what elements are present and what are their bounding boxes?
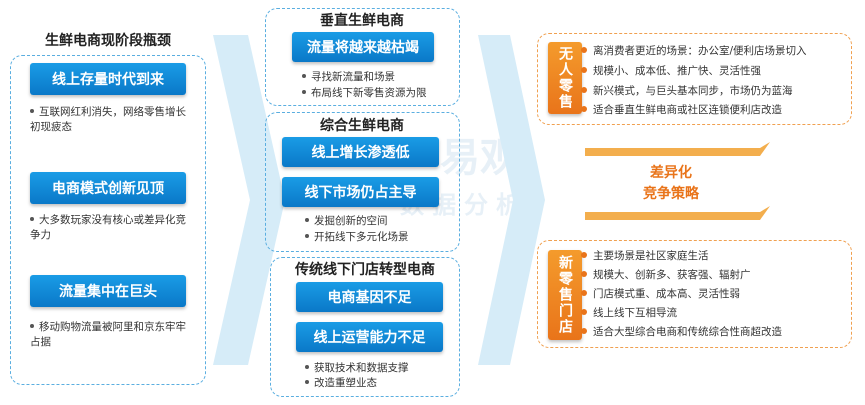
middle-bullet-1-0-text: 发掘创新的空间 (314, 215, 388, 227)
bullet-dot (581, 252, 587, 258)
middle-bullet-2-0: 获取技术和数据支撑 (305, 361, 409, 376)
middle-label-2-0: 电商基因不足 (296, 282, 443, 312)
middle-title-0: 垂直生鲜电商 (320, 13, 404, 29)
right-top-group (537, 33, 852, 125)
right-bottom-group (537, 240, 852, 348)
bullet-dot (302, 90, 306, 94)
left-group (10, 55, 206, 385)
middle-bullet-0-1: 布局线下新零售资源为限 (302, 86, 427, 101)
right-bottom-bullet-0: 主要场景是社区家庭生活 (581, 248, 709, 263)
right-bottom-bullet-4-text: 适合大型综合电商和传统综合性商超改造 (593, 326, 782, 338)
right-bottom-label: 新零售门店 (548, 250, 582, 340)
middle-title-1: 综合生鲜电商 (320, 118, 404, 134)
middle-bullet-2-0-text: 获取技术和数据支撑 (314, 362, 409, 374)
bullet-dot (581, 271, 587, 277)
right-bottom-bullet-0-text: 主要场景是社区家庭生活 (593, 250, 709, 262)
bullet-dot (305, 218, 309, 222)
right-top-label: 无人零售 (548, 42, 582, 114)
bullet-dot (305, 234, 309, 238)
right-top-bullet-0: 离消费者更近的场景：办公室/便利店场景切入 (581, 43, 807, 58)
bullet-dot (305, 365, 309, 369)
bullet-dot (581, 328, 587, 334)
bullet-dot (581, 67, 587, 73)
middle-bullet-2-1: 改造重塑业态 (305, 376, 377, 391)
orange-arrow-up (585, 142, 770, 156)
middle-label-1-0: 线上增长渗透低 (282, 137, 439, 167)
left-desc-1: 大多数玩家没有核心或差异化竞争力 (30, 213, 195, 243)
bullet-dot (30, 324, 34, 328)
bullet-dot (305, 380, 309, 384)
middle-bullet-1-1-text: 开拓线下多元化场景 (314, 231, 409, 243)
bullet-dot (581, 87, 587, 93)
left-desc-0-text: 互联网红利消失，网络零售增长初现疲态 (30, 106, 186, 133)
middle-label-2-1: 线上运营能力不足 (296, 322, 443, 352)
right-bottom-bullet-4: 适合大型综合电商和传统综合性商超改造 (581, 324, 782, 339)
right-bottom-bullet-2: 门店模式重、成本高、灵活性弱 (581, 286, 740, 301)
right-top-bullet-2-text: 新兴模式，与巨头基本同步，市场仍为蓝海 (593, 85, 793, 97)
middle-bullet-0-0: 寻找新流量和场景 (302, 70, 395, 85)
left-desc-0: 互联网红利消失，网络零售增长初现疲态 (30, 105, 195, 135)
orange-arrow-down (585, 206, 770, 220)
right-bottom-bullet-3-text: 线上线下互相导流 (593, 307, 677, 319)
left-label-2: 流量集中在巨头 (30, 275, 186, 307)
left-desc-2-text: 移动购物流量被阿里和京东牢牢占据 (30, 321, 186, 348)
bullet-dot (581, 309, 587, 315)
bullet-dot (581, 290, 587, 296)
strategy-line2: 竞争策略 (643, 186, 699, 202)
bullet-dot (302, 74, 306, 78)
middle-bullet-0-1-text: 布局线下新零售资源为限 (311, 87, 427, 99)
middle-group-0 (265, 8, 460, 106)
right-bottom-bullet-2-text: 门店模式重、成本高、灵活性弱 (593, 288, 740, 300)
middle-bullet-2-1-text: 改造重塑业态 (314, 377, 377, 389)
left-label-1: 电商模式创新见顶 (30, 172, 186, 204)
right-bottom-bullet-1: 规模大、创新多、获客强、辐射广 (581, 267, 751, 282)
right-top-bullet-2: 新兴模式，与巨头基本同步，市场仍为蓝海 (581, 83, 793, 98)
left-label-0: 线上存量时代到来 (30, 63, 186, 95)
right-top-bullet-1: 规模小、成本低、推广快、灵活性强 (581, 63, 761, 78)
bullet-dot (581, 47, 587, 53)
right-top-bullet-3: 适合垂直生鲜电商或社区连锁便利店改造 (581, 102, 782, 117)
middle-label-0-0: 流量将越来越枯竭 (292, 32, 434, 62)
right-bottom-bullet-1-text: 规模大、创新多、获客强、辐射广 (593, 269, 751, 281)
middle-label-1-1: 线下市场仍占主导 (282, 177, 439, 207)
right-top-bullet-0-text: 离消费者更近的场景：办公室/便利店场景切入 (593, 45, 807, 57)
bullet-dot (30, 217, 34, 221)
bullet-dot (30, 109, 34, 113)
left-desc-2: 移动购物流量被阿里和京东牢牢占据 (30, 320, 195, 350)
middle-bullet-1-0: 发掘创新的空间 (305, 214, 388, 229)
middle-group-1 (265, 112, 460, 252)
strategy-line1: 差异化 (650, 165, 692, 181)
middle-group-2 (270, 257, 460, 397)
middle-title-2: 传统线下门店转型电商 (295, 262, 435, 278)
right-bottom-bullet-3: 线上线下互相导流 (581, 305, 677, 320)
right-top-bullet-1-text: 规模小、成本低、推广快、灵活性强 (593, 65, 761, 77)
middle-bullet-0-0-text: 寻找新流量和场景 (311, 71, 395, 83)
arrow-left (213, 35, 285, 365)
left-title: 生鲜电商现阶段瓶颈 (45, 33, 171, 49)
arrow-right (478, 35, 545, 365)
bullet-dot (581, 106, 587, 112)
left-desc-1-text: 大多数玩家没有核心或差异化竞争力 (30, 214, 186, 241)
right-top-bullet-3-text: 适合垂直生鲜电商或社区连锁便利店改造 (593, 104, 782, 116)
middle-bullet-1-1: 开拓线下多元化场景 (305, 230, 409, 245)
